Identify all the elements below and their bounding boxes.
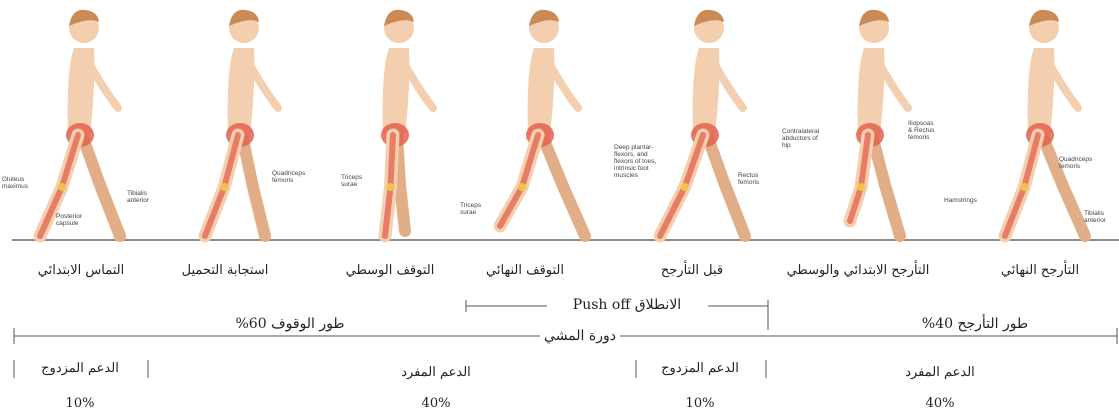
label-quadriceps-1: Quadriceps femoris [272,170,305,184]
push-off-label: الانطلاق Push off [573,297,681,313]
label-triceps-surae-2: Triceps surae [460,202,481,216]
support-percent-3: 10% [686,396,715,411]
label-quadriceps-2: Quadriceps femoris [1059,156,1092,170]
support-label-4: الدعم المفرد [905,365,975,380]
support-percent-1: 10% [66,396,95,411]
label-deep-plantar-flexors: Deep plantar- flexors, and flexors of to… [614,144,656,179]
label-contralateral-abductors: Contralateral abductors of hip [782,128,819,149]
label-iliopsoas: Iliopsoas & Rectus femoris [908,120,934,141]
support-label-1: الدعم المزدوج [41,361,119,376]
label-hamstrings: Hamstrings [944,197,977,204]
label-tibialis-anterior-1: Tibialis anterior [127,190,149,204]
label-triceps-surae-1: Triceps surae [341,174,362,188]
label-gluteus-maximus: Gluteus maximus [2,176,28,190]
gait-cycle-label: دورة المشي [544,328,616,344]
label-rectus-femoris: Rectus femoris [738,172,759,186]
swing-phase-label: طور التأرجح 40% [922,316,1028,332]
label-tibialis-anterior-2: Tibialis anterior [1084,210,1106,224]
stance-phase-label: طور الوقوف 60% [235,316,344,332]
label-posterior-capsule: Posterior capsule [56,213,82,227]
support-percent-4: 40% [926,396,955,411]
support-label-3: الدعم المزدوج [661,361,739,376]
support-label-2: الدعم المفرد [401,365,471,380]
support-percent-2: 40% [422,396,451,411]
